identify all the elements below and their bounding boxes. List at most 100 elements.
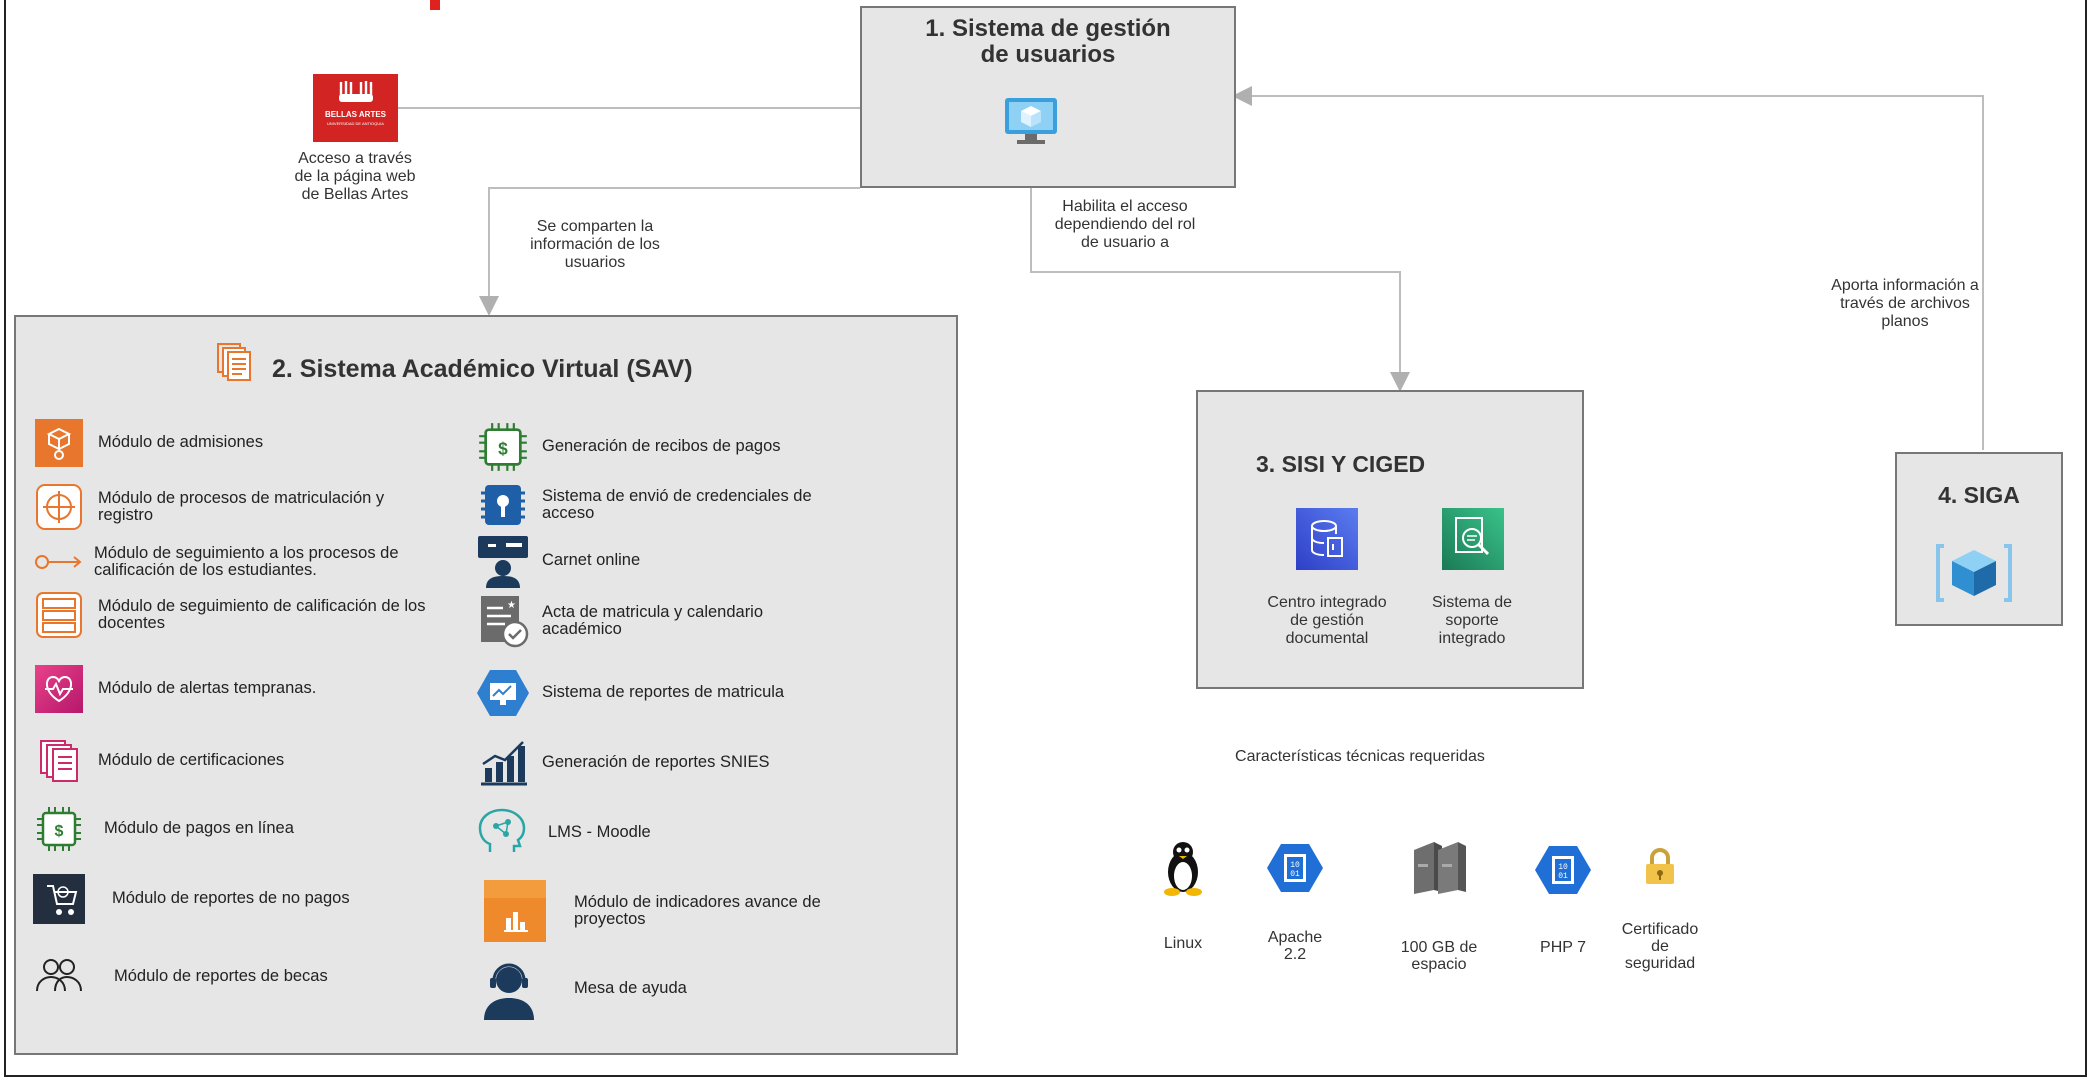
server-icon	[1408, 838, 1470, 901]
svg-text:$: $	[55, 823, 64, 840]
cube-icon	[1932, 540, 2016, 611]
certificate-check-icon: ★	[476, 594, 530, 648]
module-label: Acta de matricula y calendario académico	[542, 602, 764, 638]
registration-icon	[32, 480, 86, 534]
admissions-icon	[32, 416, 86, 470]
module-label: Módulo de certificaciones	[98, 751, 285, 770]
users-group-icon	[32, 950, 86, 1004]
search-doc-icon	[1442, 508, 1504, 575]
module-label: Módulo de indicadores avance de proyecto…	[574, 892, 821, 928]
brain-icon	[476, 806, 530, 860]
note-line: dependiendo del rol	[1054, 215, 1196, 233]
module-teacher-grading: Módulo de seguimiento de calificación de…	[32, 588, 428, 642]
module-student-grading: Módulo de seguimiento a los procesos de …	[32, 535, 424, 589]
sav-doc-icon	[216, 342, 252, 387]
logo-text: BELLAS ARTES	[324, 110, 387, 119]
svg-text:01: 01	[1558, 872, 1568, 881]
tech-label-storage: 100 GB de espacio	[1384, 939, 1494, 974]
teacher-grades-icon	[32, 588, 86, 642]
linux-icon	[1158, 838, 1208, 901]
module-label: Módulo de alertas tempranas.	[98, 679, 317, 698]
module-id-card: Carnet online	[476, 534, 640, 588]
sisi-ciged-title: 3. SISI Y CIGED	[1256, 451, 1426, 477]
tech-line: Apache	[1267, 929, 1323, 946]
note-line: Habilita el acceso	[1062, 198, 1188, 215]
module-project-indicators: Módulo de indicadores avance de proyecto…	[484, 880, 854, 942]
module-scholarship-reports: Módulo de reportes de becas	[32, 950, 328, 1004]
tech-line: 2.2	[1283, 945, 1307, 963]
share-note: Se comparten la información de los usuar…	[500, 218, 690, 272]
tech-line: PHP 7	[1540, 939, 1586, 956]
module-lms-moodle: LMS - Moodle	[476, 806, 651, 860]
online-payment-icon: $	[32, 802, 86, 856]
module-early-alerts: Módulo de alertas tempranas.	[32, 662, 316, 716]
logo-subtext: UNIVERSIDAD DE ANTIOQUIA	[327, 121, 384, 126]
module-label: Módulo de seguimiento de calificación de…	[98, 596, 426, 632]
user-management-title: 1. Sistema de gestión de usuarios	[860, 15, 1236, 69]
note-line: información de los	[530, 235, 660, 253]
module-snies-reports: Generación de reportes SNIES	[476, 736, 769, 790]
module-payment-receipts: $ Generación de recibos de pagos	[476, 420, 781, 474]
module-enrollment-reports: Sistema de reportes de matricula	[476, 666, 784, 720]
bellas-artes-logo: BELLAS ARTES UNIVERSIDAD DE ANTIOQUIA	[313, 74, 398, 142]
receipt-icon: $	[476, 420, 530, 474]
svg-text:01: 01	[1290, 870, 1300, 879]
module-label: Módulo de reportes de becas	[114, 967, 328, 986]
note-line: Acceso a través	[298, 150, 412, 167]
note-line: de usuario a	[1080, 233, 1170, 251]
red-marker	[430, 0, 440, 10]
tech-line: de	[1651, 937, 1669, 955]
module-online-payments: $ Módulo de pagos en línea	[32, 802, 294, 856]
note-line: Aporta información a	[1831, 277, 1979, 294]
bar-chart-icon	[476, 736, 530, 790]
module-label: Carnet online	[542, 551, 641, 570]
module-label: Mesa de ayuda	[574, 979, 687, 998]
contrib-note: Aporta información a través de archivos …	[1805, 277, 2005, 331]
module-registration: Módulo de procesos de matriculación y re…	[32, 480, 428, 534]
certificates-icon	[32, 734, 86, 788]
module-label: Módulo de pagos en línea	[104, 819, 294, 838]
tech-line: Certificado	[1621, 921, 1699, 938]
note-line: de Bellas Artes	[301, 185, 409, 203]
tech-label-apache: Apache 2.2	[1255, 929, 1335, 964]
note-line: soporte	[1445, 611, 1499, 629]
svg-text:10: 10	[1290, 861, 1300, 870]
title-line: de usuarios	[980, 41, 1116, 69]
reports-hex-icon	[476, 666, 530, 720]
follow-arrow-icon	[32, 535, 86, 589]
user-management-box	[860, 6, 1236, 188]
tech-heading: Características técnicas requeridas	[1235, 748, 1485, 765]
module-label: LMS - Moodle	[548, 823, 651, 842]
lock-icon	[1642, 846, 1678, 891]
module-label: Generación de recibos de pagos	[542, 437, 781, 456]
monitor-cube-icon	[1003, 96, 1059, 151]
credentials-icon	[476, 478, 530, 532]
tech-line: 100 GB de	[1400, 939, 1478, 956]
tech-line: Linux	[1163, 935, 1203, 952]
tech-line: seguridad	[1624, 954, 1696, 972]
module-certifications: Módulo de certificaciones	[32, 734, 284, 788]
database-icon	[1296, 508, 1358, 575]
module-admissions: Módulo de admisiones	[32, 416, 263, 470]
note-line: integrado	[1438, 629, 1506, 647]
sav-title: 2. Sistema Académico Virtual (SAV)	[272, 355, 693, 383]
module-enrollment-record: ★ Acta de matricula y calendario académi…	[476, 594, 802, 648]
module-unpaid-reports: Módulo de reportes de no pagos	[32, 872, 350, 926]
svg-text:$: $	[498, 439, 508, 459]
title-line: 1. Sistema de gestión	[925, 15, 1171, 42]
tech-label-ssl: Certificado de seguridad	[1610, 921, 1710, 972]
module-label: Sistema de envió de credenciales de acce…	[542, 486, 812, 522]
enable-note: Habilita el acceso dependiendo del rol d…	[1030, 198, 1220, 252]
module-label: Módulo de reportes de no pagos	[112, 889, 350, 908]
module-credentials: Sistema de envió de credenciales de acce…	[476, 478, 842, 532]
note-line: de gestión	[1290, 611, 1364, 629]
line-system-to-sisi	[1030, 140, 1410, 392]
svg-text:★: ★	[507, 600, 516, 611]
line-system-to-sav	[479, 187, 860, 316]
module-label: Generación de reportes SNIES	[542, 753, 770, 772]
note-line: de la página web	[294, 167, 416, 185]
diagram-frame	[4, 0, 2087, 1077]
note-line: planos	[1881, 312, 1929, 330]
module-label: Sistema de reportes de matricula	[542, 683, 785, 702]
